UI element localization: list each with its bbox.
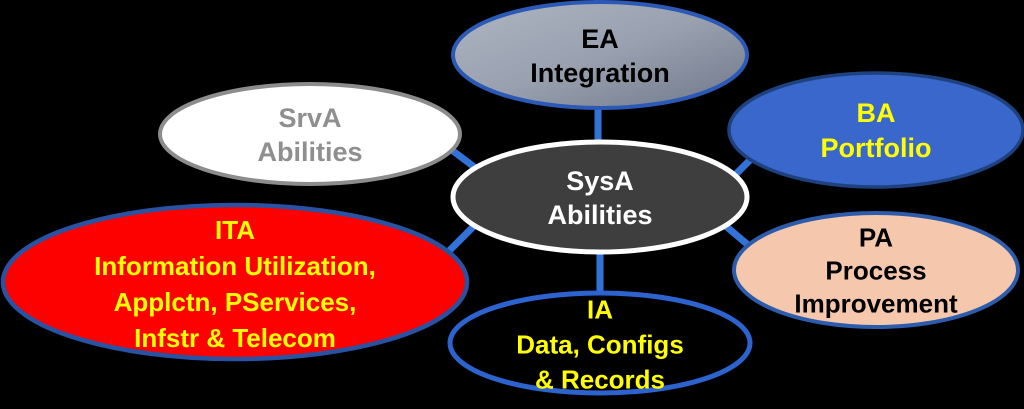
node-label-ita: ITA Information Utilization, Applctn, PS… [94,212,376,356]
label-line: IA [586,294,613,325]
node-label-ea: EA Integration [530,22,670,90]
label-line: Process [825,255,927,286]
label-line: SrvA [278,103,342,133]
label-line: BA [856,98,896,128]
ellipse-srva [158,82,462,186]
label-line: Abilities [547,200,653,230]
label-line: Abilities [257,137,363,167]
label-line: & Records [534,364,666,395]
ellipse-ia [447,290,753,396]
node-label-ia: IA Data, Configs & Records [516,293,684,398]
node-label-srva: SrvA Abilities [257,101,362,169]
label-line: Data, Configs [516,329,684,360]
label-line: EA [581,24,619,54]
ellipse-ba [727,71,1024,189]
ellipse-ea [451,0,749,110]
ellipse-sysa [450,139,750,255]
label-line: Applctn, PServices, [113,287,357,317]
label-line: Infstr & Telecom [134,323,336,353]
label-line: Portfolio [820,133,932,163]
node-label-pa: PA Process Improvement [794,222,957,321]
ellipse-pa [732,211,1020,329]
label-line: Improvement [794,288,958,319]
node-label-ba: BA Portfolio [821,96,932,166]
label-line: SysA [566,166,634,196]
label-line: ITA [215,215,255,245]
label-line: Information Utilization, [94,251,376,281]
label-line: Integration [530,58,670,88]
ellipse-ita [0,202,470,362]
label-line: PA [858,222,894,253]
node-label-sysa: SysA Abilities [547,164,652,232]
